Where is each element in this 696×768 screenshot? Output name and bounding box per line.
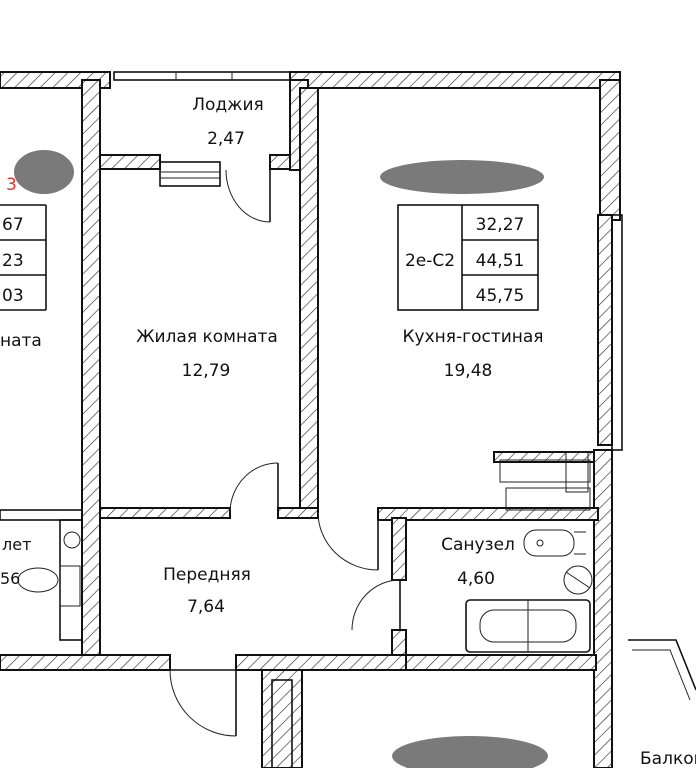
living-room-area: 12,79 bbox=[182, 361, 231, 381]
loggia-top-rail bbox=[113, 71, 291, 81]
neighbor-room-label: ната bbox=[0, 331, 42, 351]
wall-bathroom-top bbox=[377, 507, 599, 521]
kitchen-appliances bbox=[499, 451, 591, 511]
door-bathroom bbox=[351, 579, 401, 631]
wall-right-outer-lower bbox=[597, 214, 613, 446]
door-loggia bbox=[225, 169, 271, 223]
door-kitchen bbox=[317, 511, 379, 571]
redaction-left bbox=[14, 150, 74, 194]
neighbor-wc-wall bbox=[0, 509, 83, 521]
neighbor-wc-label: лет bbox=[2, 535, 31, 554]
loggia-window bbox=[159, 161, 221, 187]
unit-value-1: 32,27 bbox=[476, 215, 525, 235]
unit-value-2: 44,51 bbox=[476, 251, 525, 271]
neighbor-toilet bbox=[17, 531, 81, 607]
hallway-name: Передняя bbox=[163, 565, 251, 585]
loggia-name: Лоджия bbox=[192, 95, 264, 115]
neighbor-value-2: 23 bbox=[2, 251, 24, 271]
door-living bbox=[229, 462, 279, 515]
wall-bottom-mid bbox=[235, 654, 413, 671]
wall-right-bathroom bbox=[593, 449, 613, 768]
neighbor-table bbox=[0, 204, 47, 311]
wall-partition-center bbox=[299, 87, 319, 519]
unit-code: 2е-С2 bbox=[405, 251, 455, 271]
washing-machine bbox=[563, 565, 593, 595]
bathroom-area: 4,60 bbox=[457, 569, 495, 589]
neighbor-value-1: 67 bbox=[2, 215, 24, 235]
kitchen-living-name: Кухня-гостиная bbox=[402, 327, 543, 347]
redaction-top bbox=[380, 160, 544, 194]
loggia-area: 2,47 bbox=[207, 129, 245, 149]
wall-left-main bbox=[81, 79, 101, 671]
neighbor-wc-area: 56 bbox=[0, 569, 20, 588]
wall-loggia-bottom bbox=[99, 154, 161, 170]
hallway-area: 7,64 bbox=[187, 597, 225, 617]
bathroom-sink bbox=[523, 529, 586, 557]
door-entrance bbox=[169, 669, 237, 737]
living-room-name: Жилая комната bbox=[136, 327, 278, 347]
neighbor-mark: 3 bbox=[6, 175, 17, 195]
wall-shaft bbox=[261, 669, 303, 768]
kitchen-living-area: 19,48 bbox=[444, 361, 493, 381]
unit-table bbox=[397, 204, 539, 311]
kitchen-window bbox=[611, 214, 623, 451]
balcony-name: Балкон bbox=[640, 749, 696, 768]
wall-living-hallway-left bbox=[99, 507, 231, 519]
neighbor-value-3: 03 bbox=[2, 286, 24, 306]
bathroom-name: Санузел bbox=[441, 535, 515, 555]
wall-top-right bbox=[289, 71, 621, 89]
wall-bathroom-left bbox=[391, 517, 407, 581]
wall-bottom-right bbox=[405, 654, 597, 671]
unit-value-3: 45,75 bbox=[476, 286, 525, 306]
wall-bottom-left bbox=[0, 654, 171, 671]
wall-right-outer bbox=[599, 79, 621, 221]
bathtub bbox=[465, 599, 591, 653]
wall-niche bbox=[493, 451, 595, 463]
wall-living-hallway-right bbox=[277, 507, 319, 519]
balcony-outline bbox=[628, 639, 696, 701]
redaction-bottom bbox=[392, 736, 548, 768]
